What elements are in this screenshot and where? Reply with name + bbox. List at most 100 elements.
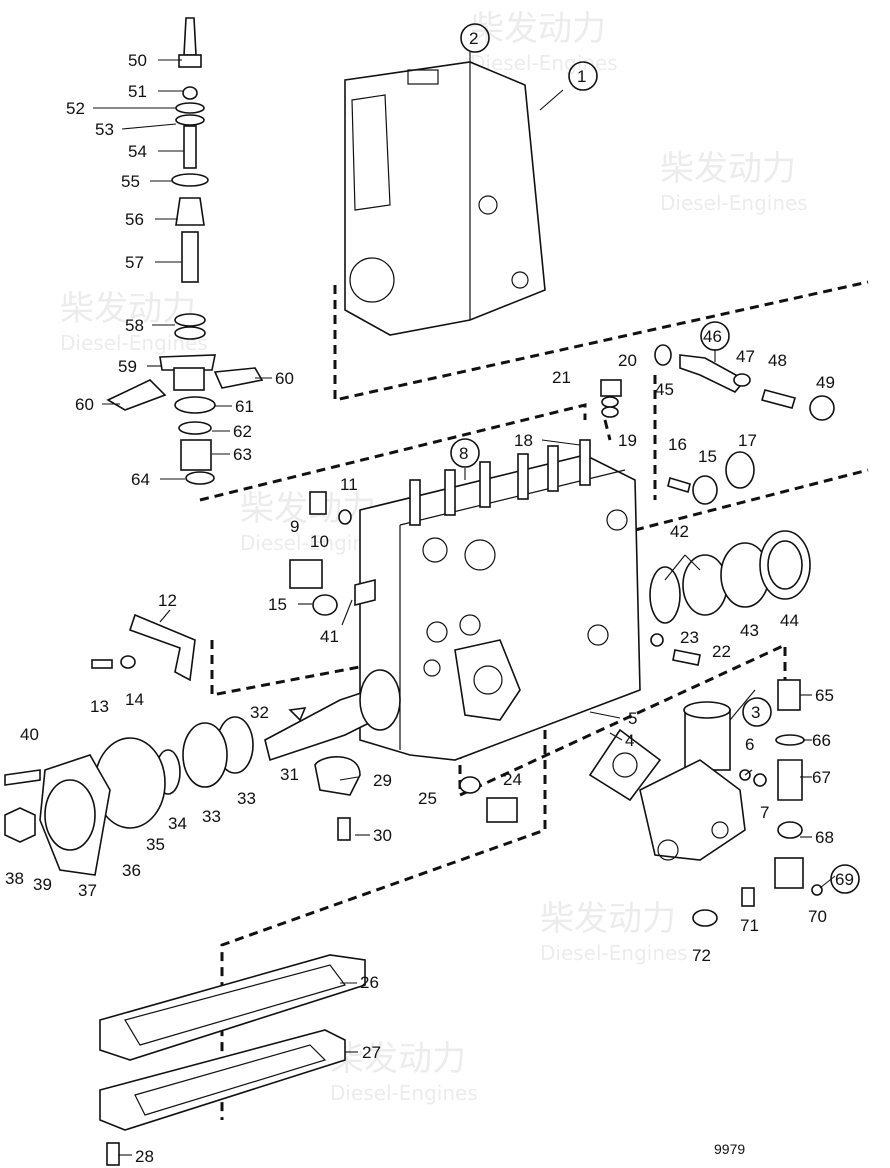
misc-small-parts — [91, 379, 701, 841]
pump-body — [359, 439, 641, 761]
watermark-cn: 柴发动力 — [60, 289, 196, 329]
part-label: 37 — [78, 881, 97, 900]
bottom-cover-gaskets — [99, 954, 366, 1166]
part-label: 62 — [233, 422, 252, 441]
part-label: 65 — [815, 686, 834, 705]
callout-ring — [460, 23, 490, 53]
part-label: 34 — [168, 814, 187, 833]
part-label: 33 — [202, 807, 221, 826]
diagram-id: 9979 — [714, 1141, 745, 1157]
part-label: 5 — [628, 709, 637, 728]
part-label: 60 — [275, 369, 294, 388]
part-label: 17 — [738, 431, 757, 450]
part-label: 15 — [268, 595, 287, 614]
part-label: 35 — [146, 835, 165, 854]
callout-ring — [742, 697, 772, 727]
part-label: 30 — [373, 826, 392, 845]
delivery-valve-stack — [106, 17, 264, 485]
watermark-cn: 柴发动力 — [540, 899, 676, 939]
part-label: 4 — [625, 731, 634, 750]
part-label: 59 — [118, 357, 137, 376]
part-label: 27 — [362, 1043, 381, 1062]
part-label: 1 — [577, 67, 586, 86]
part-label: 24 — [503, 770, 522, 789]
part-label: 49 — [816, 373, 835, 392]
part-label: 42 — [670, 522, 689, 541]
part-label: 31 — [280, 765, 299, 784]
assembly-lines — [199, 280, 869, 1120]
part-labels: 1 2 3 4 5 6 7 8 9 10 11 12 13 14 15 15 1… — [5, 23, 860, 1166]
watermark-en: Diesel-Engines — [330, 1081, 478, 1105]
part-label: 20 — [618, 351, 637, 370]
part-label: 18 — [514, 431, 533, 450]
part-label: 56 — [125, 210, 144, 229]
part-label: 44 — [780, 611, 799, 630]
watermark-en: Diesel-Engines — [660, 191, 808, 215]
part-label: 10 — [310, 532, 329, 551]
part-label: 2 — [469, 29, 478, 48]
part-label: 12 — [158, 591, 177, 610]
part-label: 57 — [125, 253, 144, 272]
part-label: 38 — [5, 869, 24, 888]
part-label: 25 — [418, 789, 437, 808]
part-label: 55 — [121, 172, 140, 191]
part-label: 7 — [760, 803, 769, 822]
part-label: 33 — [237, 789, 256, 808]
part-label: 45 — [655, 380, 674, 399]
part-label: 48 — [768, 351, 787, 370]
callout-ring — [700, 321, 730, 351]
part-label: 3 — [751, 703, 760, 722]
part-label: 22 — [712, 642, 731, 661]
part-label: 16 — [668, 435, 687, 454]
part-label: 40 — [20, 725, 39, 744]
part-label: 29 — [373, 771, 392, 790]
part-label: 61 — [235, 397, 254, 416]
feed-pump — [588, 701, 767, 861]
part-label: 66 — [812, 731, 831, 750]
camshaft-assembly — [4, 669, 401, 876]
part-label: 13 — [90, 697, 109, 716]
part-label: 8 — [459, 444, 468, 463]
watermark-en: Diesel-Engines — [470, 51, 618, 75]
part-label: 64 — [131, 470, 150, 489]
part-label: 15 — [698, 447, 717, 466]
part-label: 60 — [75, 395, 94, 414]
leader-lines — [93, 52, 836, 1156]
watermark-cn: 柴发动力 — [240, 489, 376, 529]
part-label: 63 — [233, 445, 252, 464]
part-label: 32 — [250, 703, 269, 722]
part-label: 9 — [290, 517, 299, 536]
part-label: 14 — [125, 690, 144, 709]
watermark-cn: 柴发动力 — [330, 1039, 466, 1079]
part-label: 43 — [740, 621, 759, 640]
part-label: 23 — [680, 628, 699, 647]
part-label: 58 — [125, 316, 144, 335]
part-label: 19 — [618, 431, 637, 450]
part-label: 21 — [552, 368, 571, 387]
callout-ring — [568, 61, 598, 91]
part-label: 36 — [122, 861, 141, 880]
pump-housing-cover — [344, 61, 546, 336]
part-label: 50 — [128, 51, 147, 70]
part-label: 72 — [692, 946, 711, 965]
drive-gear-bearings — [649, 451, 811, 624]
callout-ring — [830, 864, 860, 894]
part-label: 28 — [135, 1147, 154, 1166]
part-label: 47 — [736, 347, 755, 366]
watermark-cn: 柴发动力 — [660, 149, 796, 189]
callout-ring — [450, 438, 480, 468]
overflow-valve-parts — [654, 344, 835, 421]
watermark-cn: 柴发动力 — [470, 9, 606, 49]
part-label: 68 — [815, 828, 834, 847]
part-label: 53 — [95, 120, 114, 139]
part-label: 70 — [808, 907, 827, 926]
watermark: 柴发动力 Diesel-Engines 柴发动力 Diesel-Engines … — [60, 9, 808, 1105]
part-label: 71 — [740, 916, 759, 935]
part-label: 51 — [128, 82, 147, 101]
part-label: 67 — [812, 768, 831, 787]
part-label: 69 — [835, 870, 854, 889]
part-label: 26 — [360, 973, 379, 992]
part-label: 39 — [33, 875, 52, 894]
check-valve-parts — [692, 679, 823, 927]
